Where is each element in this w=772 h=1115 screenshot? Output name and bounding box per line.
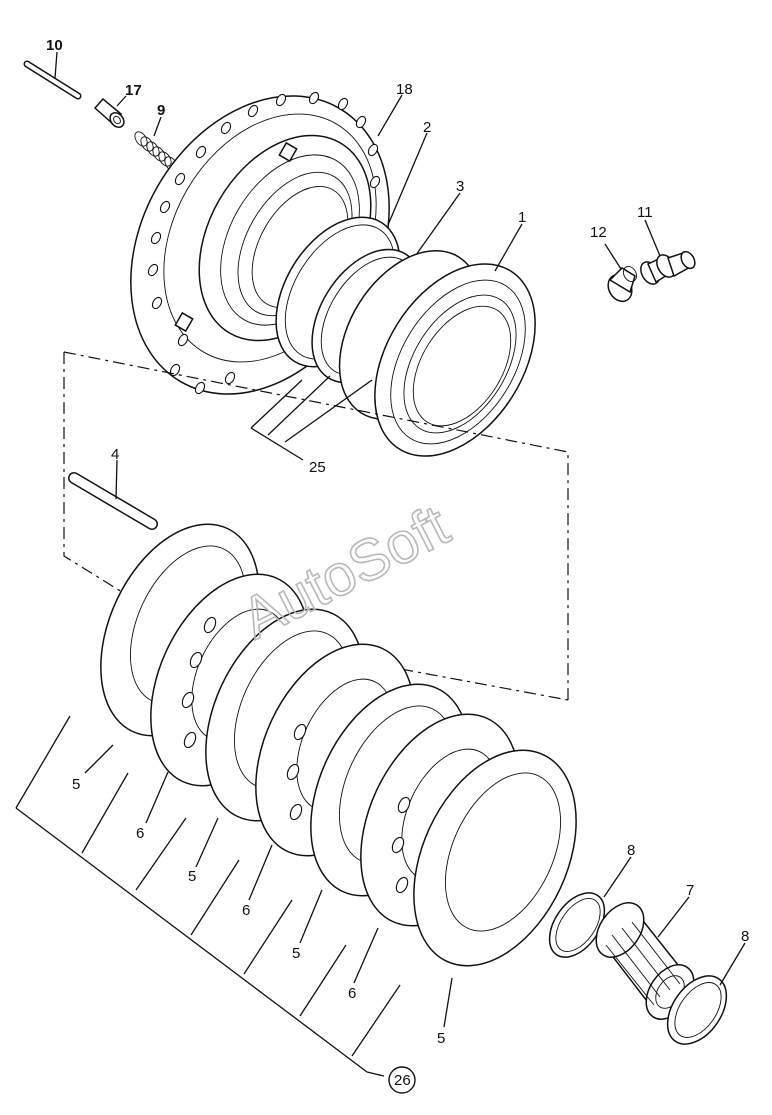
callout-6-b: 6 <box>242 902 250 919</box>
disc-leaders <box>84 744 453 1028</box>
part-10-pin <box>23 60 82 100</box>
leader-8-b <box>719 942 746 986</box>
callout-6-c: 6 <box>348 985 356 1002</box>
callout-5-d: 5 <box>437 1030 445 1047</box>
steel-plate-5-d <box>413 749 577 967</box>
callout-5-c: 5 <box>292 945 300 962</box>
leader-10 <box>54 51 58 79</box>
callout-3: 3 <box>456 178 464 195</box>
callout-1: 1 <box>518 209 526 226</box>
part-8-snap-ring-b <box>666 975 728 1045</box>
leader-4 <box>115 459 118 500</box>
callout-7: 7 <box>686 882 694 899</box>
callout-6-a: 6 <box>136 825 144 842</box>
part-4-dowel <box>68 472 158 530</box>
assembly-bracket-dashed <box>63 351 569 701</box>
callout-17: 17 <box>125 82 142 99</box>
callout-5-a: 5 <box>72 776 80 793</box>
leader-3 <box>410 192 461 263</box>
leader-18 <box>377 94 403 137</box>
leader-fan-26 <box>15 715 401 1077</box>
callout-8-b: 8 <box>741 928 749 945</box>
leader-7 <box>657 896 690 938</box>
callout-11: 11 <box>637 204 653 221</box>
callout-4: 4 <box>111 446 119 463</box>
leader-1 <box>494 223 523 272</box>
part-8-snap-ring-a <box>548 892 606 958</box>
callout-12: 12 <box>590 224 607 241</box>
leader-2 <box>387 132 428 226</box>
part-12-plug <box>607 266 638 303</box>
callout-2: 2 <box>423 119 431 136</box>
part-1-piston <box>338 249 536 457</box>
part-17-sleeve <box>93 97 125 128</box>
callout-9: 9 <box>157 102 165 119</box>
leader-9 <box>153 116 162 137</box>
leader-12 <box>604 243 622 270</box>
callout-10: 10 <box>46 37 63 54</box>
callout-18: 18 <box>396 81 413 98</box>
callout-25: 25 <box>309 459 326 476</box>
callout-5-b: 5 <box>188 868 196 885</box>
leader-11 <box>644 219 661 257</box>
callout-26-circle <box>388 1066 416 1094</box>
callout-8-a: 8 <box>627 842 635 859</box>
leader-17 <box>116 95 127 107</box>
leader-8-a <box>603 856 632 898</box>
part-11-fitting <box>640 250 696 285</box>
leader-fan-25 <box>250 375 373 461</box>
callout-26: 26 <box>394 1072 411 1089</box>
